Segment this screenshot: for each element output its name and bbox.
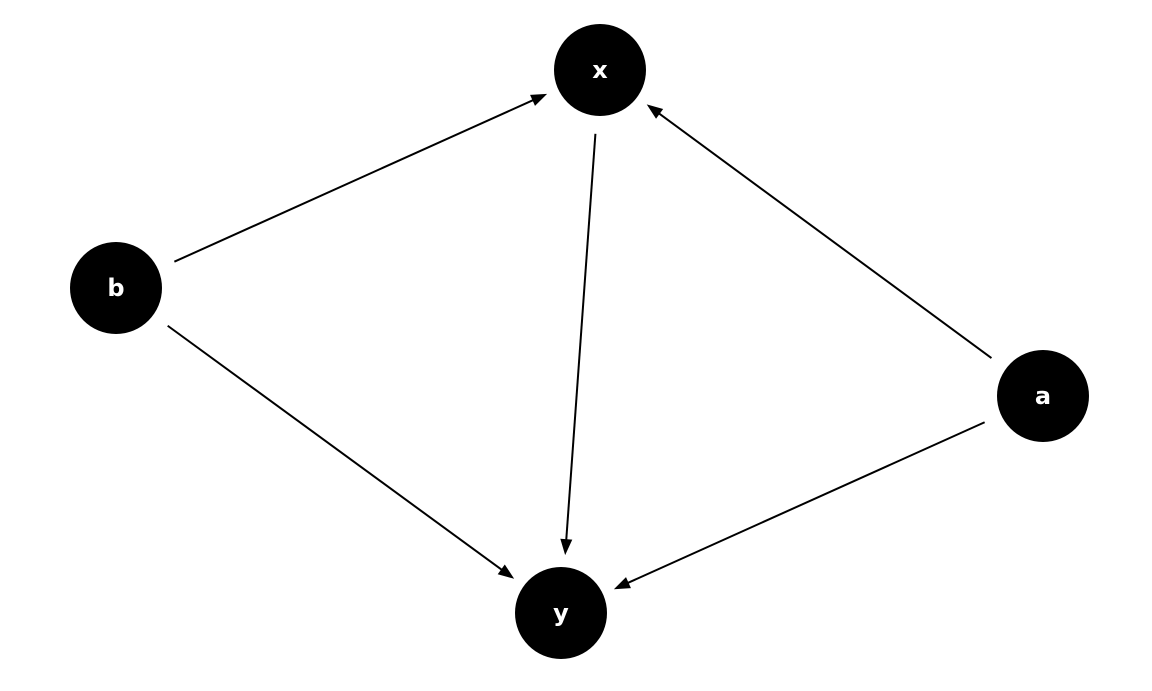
edge-line xyxy=(565,133,597,542)
node-a: a xyxy=(997,350,1089,442)
node-label: b xyxy=(107,274,124,302)
node-x: x xyxy=(554,24,646,116)
arrowhead-icon xyxy=(646,104,664,119)
arrowhead-icon xyxy=(497,564,515,579)
edge-line xyxy=(657,111,993,359)
node-circle xyxy=(70,242,162,334)
node-circle xyxy=(515,567,607,659)
node-circle xyxy=(997,350,1089,442)
nodes-layer: x y b a xyxy=(70,24,1089,659)
edge-line xyxy=(167,324,504,572)
edge-b-to-y xyxy=(167,324,515,579)
arrowhead-icon xyxy=(613,577,631,590)
node-label: a xyxy=(1035,382,1051,410)
arrowhead-icon xyxy=(530,93,548,106)
edge-a-to-x xyxy=(646,104,993,359)
node-circle xyxy=(554,24,646,116)
arrowhead-icon xyxy=(560,538,573,556)
node-y: y xyxy=(515,567,607,659)
node-b: b xyxy=(70,242,162,334)
node-label: y xyxy=(553,599,569,627)
edge-a-to-y xyxy=(613,421,986,590)
edge-line xyxy=(626,421,986,585)
node-label: x xyxy=(592,56,608,84)
edge-b-to-x xyxy=(173,93,548,263)
edge-line xyxy=(173,98,535,263)
edge-x-to-y xyxy=(560,133,597,556)
edges-layer xyxy=(167,93,993,590)
